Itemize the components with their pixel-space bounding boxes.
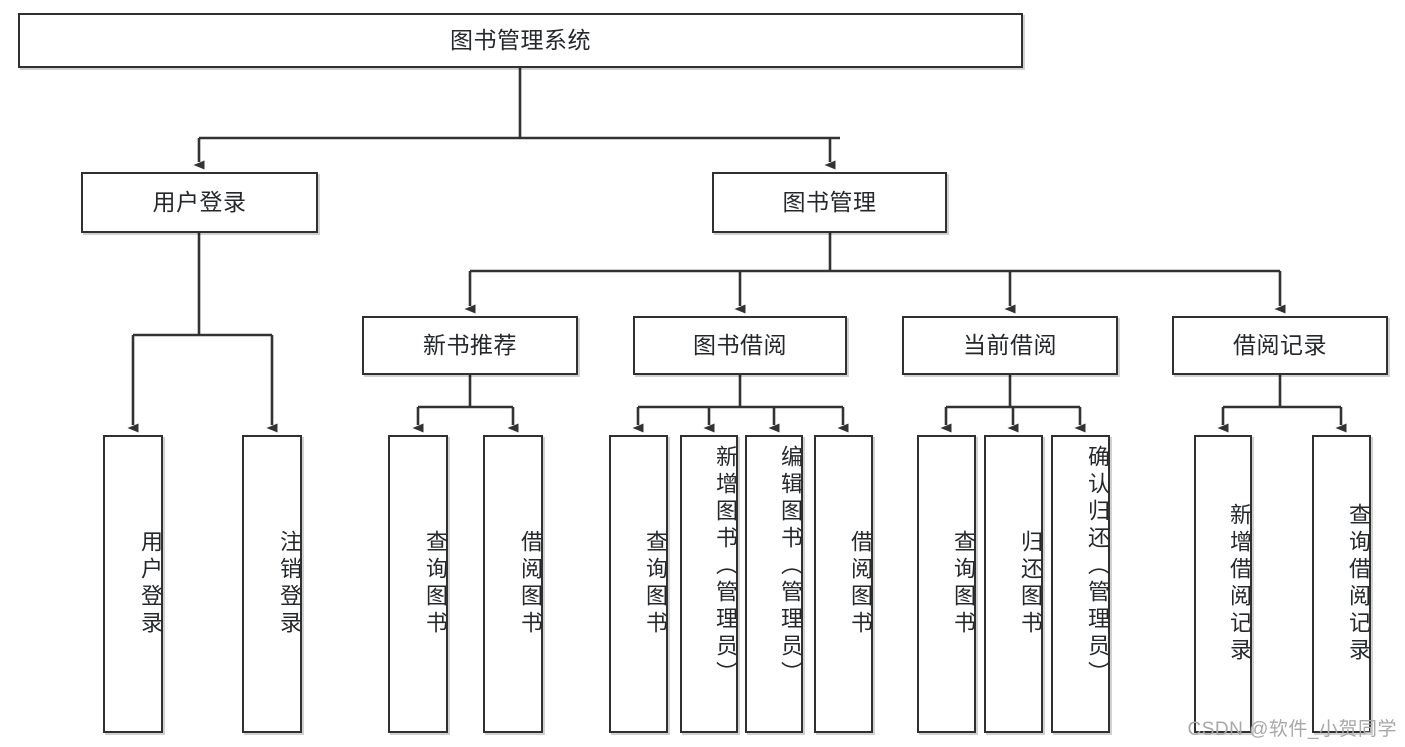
- node-leaf-add-record-label: 新增借阅记录: [1227, 503, 1252, 665]
- node-root[interactable]: 图书管理系统: [18, 13, 1023, 68]
- node-leaf-add-record[interactable]: 新增借阅记录: [1194, 435, 1252, 733]
- node-leaf-return-book[interactable]: 归还图书: [984, 435, 1043, 733]
- node-leaf-edit-book-label: 编辑图书（管理员）: [778, 445, 803, 688]
- node-leaf-borrow-book-1-label: 借阅图书: [518, 530, 543, 638]
- node-leaf-query-book-3-label: 查询图书: [951, 530, 976, 638]
- node-root-label: 图书管理系统: [450, 26, 591, 53]
- node-new-book-rec[interactable]: 新书推荐: [362, 316, 578, 375]
- node-leaf-add-book-label: 新增图书（管理员）: [713, 445, 738, 688]
- node-current-borrow[interactable]: 当前借阅: [902, 316, 1118, 375]
- node-leaf-confirm-return[interactable]: 确认归还（管理员）: [1051, 435, 1110, 733]
- node-leaf-query-book-2[interactable]: 查询图书: [609, 435, 668, 733]
- node-leaf-query-record[interactable]: 查询借阅记录: [1312, 435, 1371, 733]
- node-user-login-label: 用户登录: [152, 188, 247, 215]
- node-leaf-borrow-book-2[interactable]: 借阅图书: [814, 435, 873, 733]
- node-leaf-return-book-label: 归还图书: [1018, 530, 1043, 638]
- node-leaf-user-login-label: 用户登录: [138, 530, 163, 638]
- node-current-borrow-label: 当前借阅: [963, 331, 1057, 358]
- node-leaf-query-record-label: 查询借阅记录: [1346, 503, 1371, 665]
- node-leaf-user-logout[interactable]: 注销登录: [242, 435, 302, 733]
- node-borrow-record-label: 借阅记录: [1233, 331, 1327, 358]
- node-new-book-rec-label: 新书推荐: [423, 331, 517, 358]
- node-leaf-user-login[interactable]: 用户登录: [103, 435, 163, 733]
- node-leaf-query-book-2-label: 查询图书: [643, 530, 668, 638]
- node-leaf-edit-book[interactable]: 编辑图书（管理员）: [745, 435, 803, 733]
- node-leaf-query-book-3[interactable]: 查询图书: [917, 435, 976, 733]
- node-book-borrow-label: 图书借阅: [693, 331, 787, 358]
- node-leaf-query-book-1[interactable]: 查询图书: [388, 435, 448, 733]
- node-leaf-user-logout-label: 注销登录: [277, 530, 302, 638]
- node-leaf-borrow-book-2-label: 借阅图书: [848, 530, 873, 638]
- node-leaf-add-book[interactable]: 新增图书（管理员）: [680, 435, 738, 733]
- node-book-borrow[interactable]: 图书借阅: [633, 316, 847, 375]
- node-leaf-confirm-return-label: 确认归还（管理员）: [1085, 445, 1110, 688]
- node-user-login[interactable]: 用户登录: [81, 172, 318, 233]
- node-leaf-query-book-1-label: 查询图书: [423, 530, 448, 638]
- node-borrow-record[interactable]: 借阅记录: [1172, 316, 1388, 375]
- node-leaf-borrow-book-1[interactable]: 借阅图书: [483, 435, 543, 733]
- node-book-manage-label: 图书管理: [782, 188, 877, 215]
- node-book-manage[interactable]: 图书管理: [712, 172, 947, 233]
